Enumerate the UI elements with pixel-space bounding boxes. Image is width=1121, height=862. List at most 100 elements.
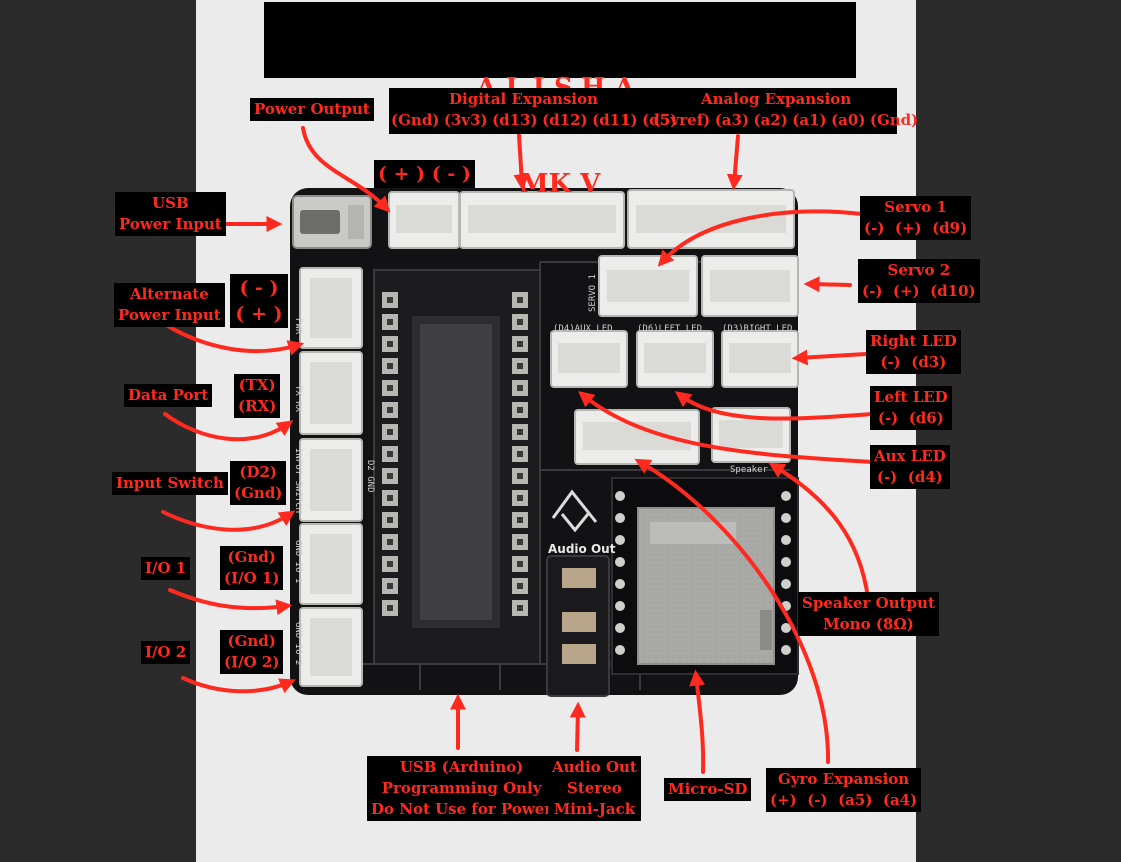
arrow-io1	[168, 588, 293, 616]
arrow-analog-expansion	[726, 134, 743, 191]
silk-servo-1: SERVO 1	[588, 274, 598, 312]
arrow-audio-out	[569, 701, 586, 752]
sd-header-pins	[615, 491, 791, 655]
arduino-header-hole	[387, 561, 393, 567]
arduino-header-hole	[387, 341, 393, 347]
arduino-header-hole	[387, 385, 393, 391]
left-led-connector	[636, 330, 714, 388]
label-aux-led: Aux LED (-) (d4)	[870, 445, 950, 489]
label-data-port: Data Port	[124, 384, 213, 407]
arduino-header-hole	[387, 297, 393, 303]
label-gyro-expansion: Gyro Expansion (+) (-) (a5) (a4)	[766, 768, 922, 812]
sd-header-pin	[615, 623, 625, 633]
arrow-data-port	[163, 412, 294, 442]
servo-2-connector	[701, 255, 799, 317]
alt-power-connector	[299, 267, 363, 349]
arduino-header-hole	[387, 473, 393, 479]
label-expansion-box: Digital Expansion Analog Expansion (Gnd)…	[389, 88, 918, 134]
sd-header-pin	[781, 557, 791, 567]
arrow-io2	[181, 676, 296, 694]
label-power-pins: ( + ) ( - )	[374, 160, 475, 188]
label-servo-1: Servo 1 (-) (+) (d9)	[860, 196, 972, 240]
label-io2-pins: (Gnd) (I/O 2)	[220, 630, 284, 674]
arduino-socket	[373, 269, 541, 665]
silk-right-led: (D3)RIGHT LED	[722, 324, 792, 334]
title-line-2: MK V	[519, 169, 601, 199]
usb-power-port	[292, 195, 372, 249]
arduino-header-hole	[387, 539, 393, 545]
label-analog-expansion: Analog Expansion	[701, 90, 852, 108]
label-io1: I/O 1	[141, 557, 191, 580]
arrow-servo-2	[803, 276, 852, 293]
arrow-input-switch	[161, 510, 296, 532]
silk-input-switch: INPUT SWITCH	[293, 448, 303, 513]
arduino-header-hole	[517, 407, 523, 413]
arrow-speaker	[768, 462, 870, 600]
gyro-expansion-connector	[574, 409, 700, 465]
label-alt-power-input: Alternate Power Input	[114, 283, 225, 327]
arduino-header-hole	[517, 429, 523, 435]
arrow-alt-power	[166, 324, 305, 356]
silk-aux-led: (D4)AUX LED	[553, 324, 613, 334]
label-speaker-output: Speaker Output Mono (8Ω)	[798, 592, 939, 636]
arduino-header-hole	[387, 363, 393, 369]
label-usb-power-input: USB Power Input	[115, 192, 226, 236]
silk-io2: GND IO 2	[293, 622, 303, 665]
title-box: A.L.I.S.H.A. MK V	[264, 2, 856, 199]
sd-header-pin	[781, 491, 791, 501]
sd-header-pin	[781, 645, 791, 655]
aux-led-connector	[550, 330, 628, 388]
label-digital-expansion: Digital Expansion	[449, 90, 599, 108]
arrow-micro-sd	[689, 669, 706, 774]
silk-io1: GND IO 1	[293, 540, 303, 583]
arrow-servo-1	[657, 209, 864, 267]
data-port-connector	[299, 351, 363, 435]
label-right-led: Right LED (-) (d3)	[866, 330, 961, 374]
label-usb-arduino: USB (Arduino) Programming Only Do Not Us…	[367, 756, 557, 821]
servo-1-connector	[598, 255, 698, 317]
arduino-header-hole	[387, 495, 393, 501]
audio-jack	[546, 555, 610, 697]
sd-header-pin	[615, 579, 625, 589]
right-led-connector	[721, 330, 799, 388]
label-micro-sd: Micro-SD	[664, 778, 752, 801]
silk-pwr: PWR	[293, 318, 303, 335]
arduino-header-hole	[517, 473, 523, 479]
arduino-header-hole	[517, 341, 523, 347]
arduino-header-hole	[517, 517, 523, 523]
label-io1-pins: (Gnd) (I/O 1)	[220, 546, 284, 590]
arrow-power-output	[301, 126, 391, 213]
arduino-header-hole	[387, 429, 393, 435]
sd-header-pin	[781, 623, 791, 633]
sd-header-pin	[615, 513, 625, 523]
label-io2: I/O 2	[141, 641, 191, 664]
sd-header-pin	[615, 645, 625, 655]
arduino-header-hole	[387, 407, 393, 413]
sd-header-pin	[781, 535, 791, 545]
label-input-switch: Input Switch	[112, 472, 228, 495]
label-power-output: Power Output	[250, 98, 374, 121]
arrow-right-led	[791, 349, 868, 366]
label-audio-out: Audio Out Stereo Mini-Jack	[548, 756, 641, 821]
label-data-pins: (TX) (RX)	[234, 374, 281, 418]
board-logo	[551, 489, 598, 533]
sd-header-pin	[615, 535, 625, 545]
arduino-header-hole	[387, 605, 393, 611]
label-analog-pins: (5vref) (a3) (a2) (a1) (a0) (Gnd)	[653, 111, 919, 129]
arduino-header-hole	[387, 583, 393, 589]
arduino-header-hole	[517, 319, 523, 325]
sd-header-pin	[615, 601, 625, 611]
sd-header-pin	[781, 579, 791, 589]
io1-connector	[299, 523, 363, 605]
input-switch-connector	[299, 438, 363, 522]
arduino-header-hole	[517, 363, 523, 369]
silk-tx-rx: TX RX	[293, 385, 303, 413]
silk-left-led: (D6)LEFT LED	[637, 324, 702, 334]
arrow-digital-expansion	[513, 133, 530, 191]
arduino-header-hole	[387, 451, 393, 457]
arduino-header-hole	[517, 385, 523, 391]
label-alt-power-pins: ( - ) ( + )	[230, 274, 288, 328]
arduino-header-hole	[517, 583, 523, 589]
sd-header-pin	[615, 491, 625, 501]
